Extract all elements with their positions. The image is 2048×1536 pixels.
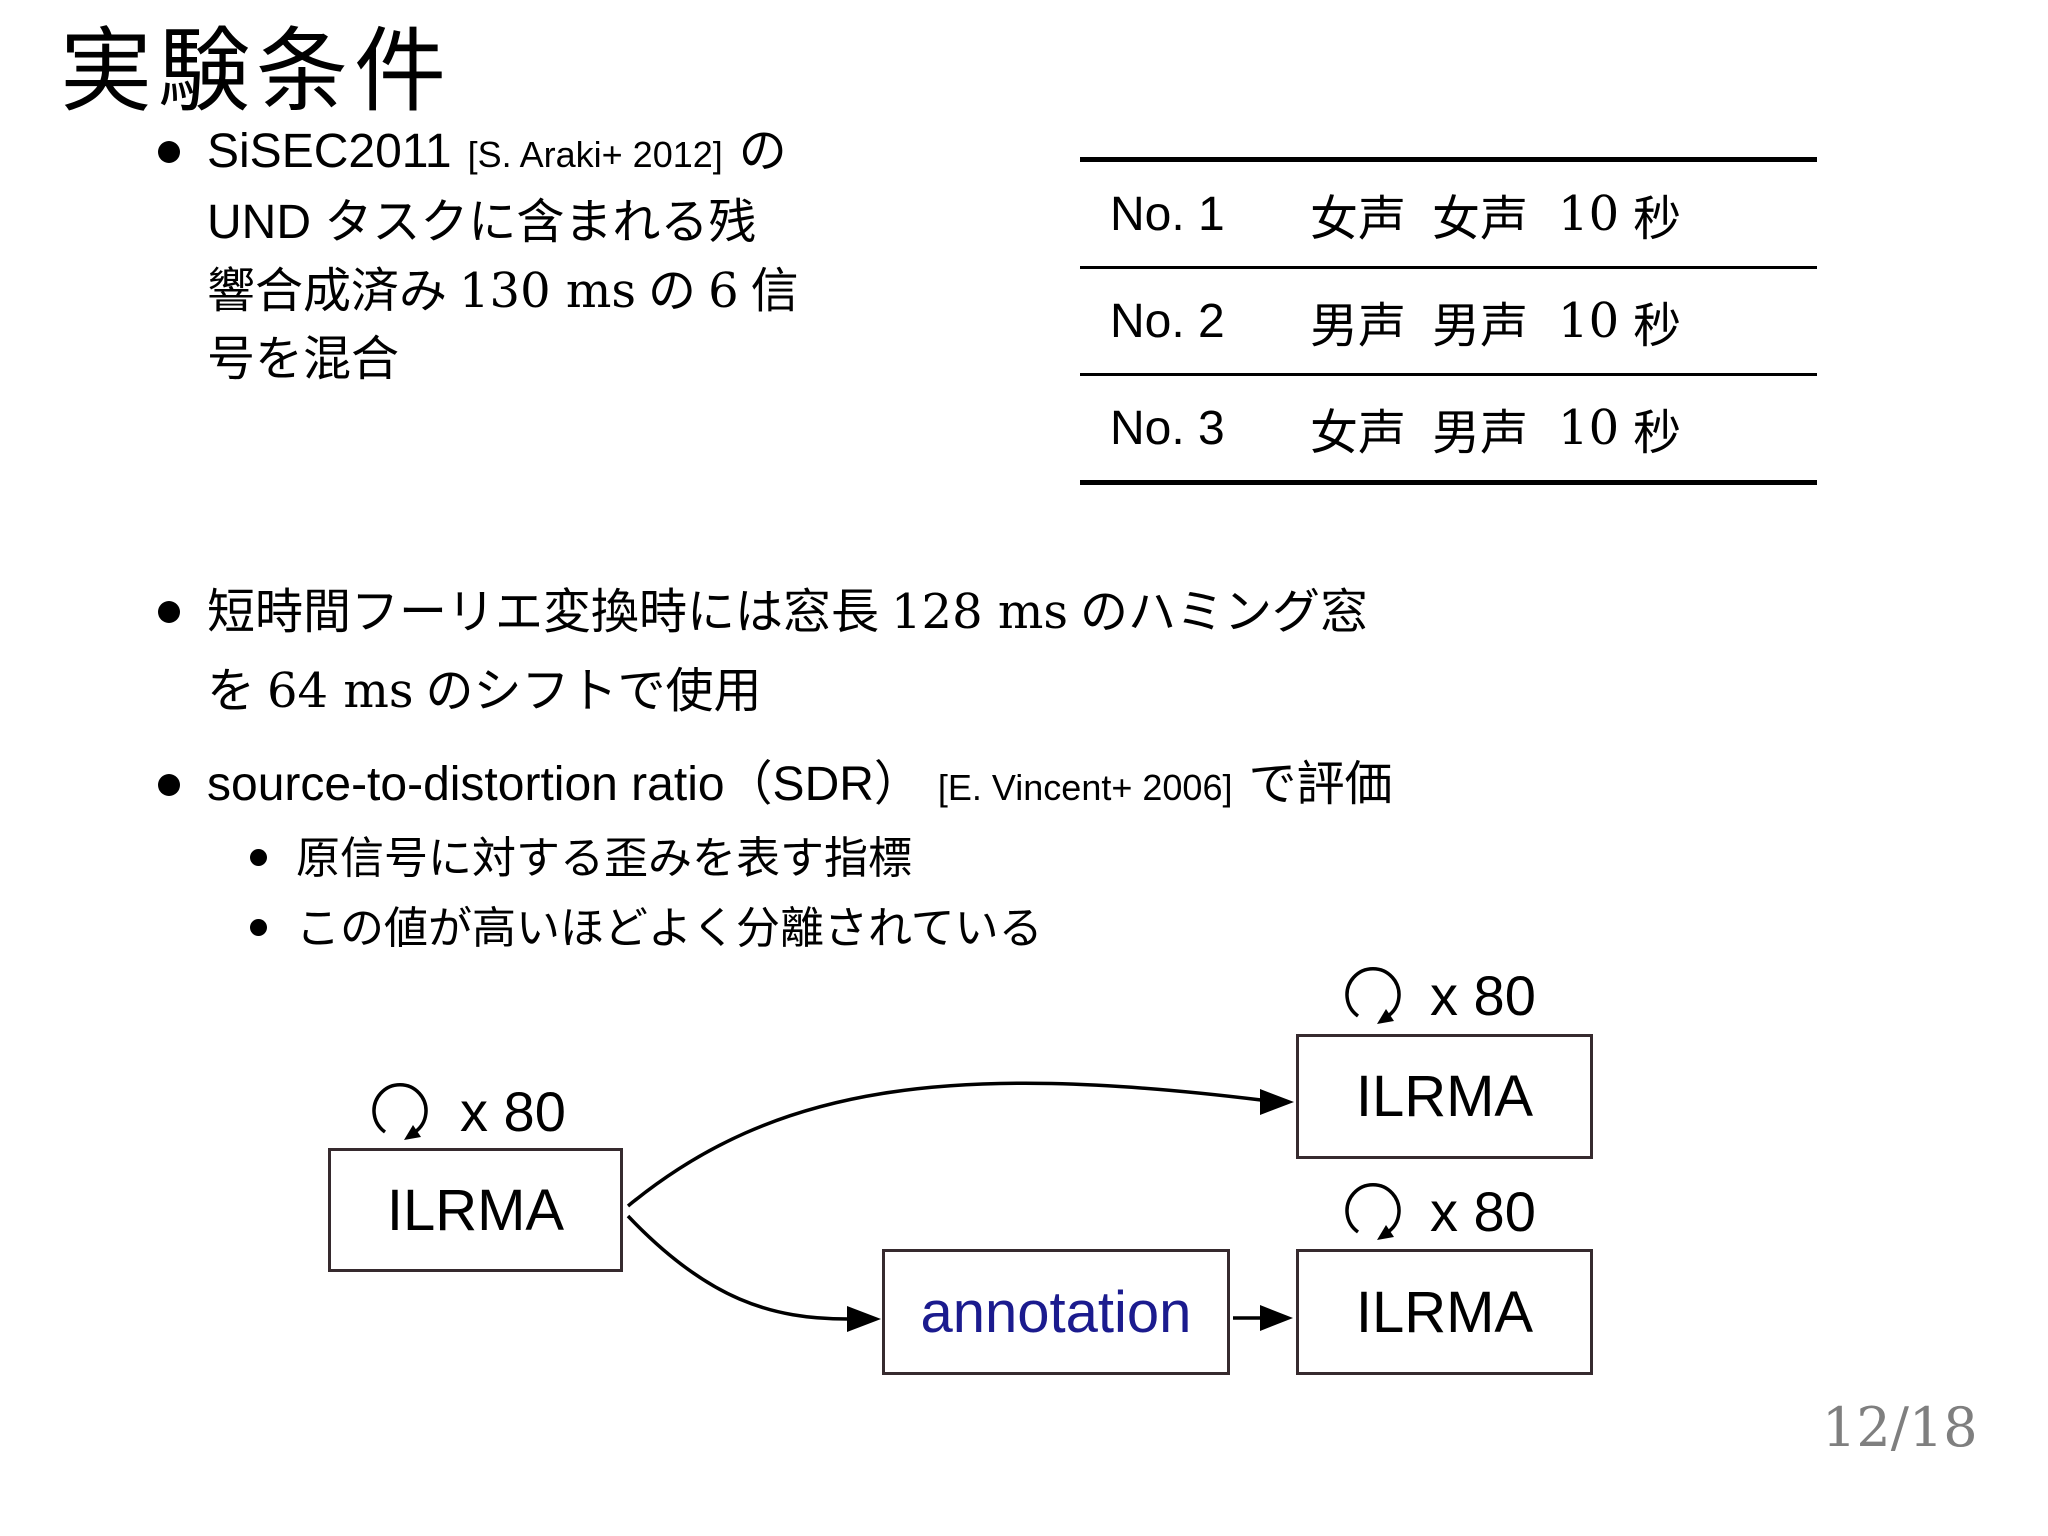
loop-icon [1345,1183,1401,1242]
ilrma-box-bottom: ILRMA [1296,1249,1593,1375]
loop-icon [372,1083,428,1142]
cell-voice1: 女声 [1310,407,1407,460]
sub-bullet-dot [250,919,267,936]
bullet-line: source-to-distortion ratio（SDR） [E. Vince… [207,752,1392,821]
cell-voice1: 男声 [1310,300,1407,353]
arrow-ilrma-to-ilrma [626,1081,1294,1208]
ilrma-box-top: ILRMA [1296,1034,1593,1159]
bullet-text: のシフトで使用 [425,665,762,718]
bullet-text: 信 [750,265,799,318]
cell-no: No. 3 [1110,401,1225,455]
arrow-ilrma-to-annotation [626,1214,881,1332]
bullet-text: のハミング窓 [1080,586,1369,639]
bullet-text: の [648,265,697,318]
bullet-text: で評価 [1248,758,1393,811]
value-signal-count: 6 [708,263,739,319]
cell-duration-number: 10 [1558,293,1620,349]
loop-icon [1345,967,1401,1026]
value-reverb-time: 130 ms [459,263,637,319]
bullet-dot [158,141,180,163]
value-shift-length: 64 ms [267,663,414,719]
sub-bullet-dot [250,849,267,866]
cell-duration-unit: 秒 [1633,300,1682,353]
arrow-annotation-to-ilrma [1233,1305,1293,1331]
cell-no: No. 1 [1110,187,1225,241]
cell-voice2: 男声 [1432,407,1529,460]
bullet-text: の [738,125,787,178]
cell-duration-unit: 秒 [1633,407,1682,460]
bullet-text: 響合成済み [207,265,448,318]
bullet-line: 号を混合 [207,333,400,386]
loop-count-label: x 80 [1430,964,1536,1027]
cell-duration-number: 10 [1558,186,1620,242]
value-window-length: 128 ms [891,584,1069,640]
bullet-dot [158,601,180,623]
dataset-name: SiSEC2011 [207,125,452,178]
bullet-dot [158,774,180,796]
cell-voice1: 女声 [1310,193,1407,246]
page-title: 実験条件 [60,21,453,123]
cell-voice2: 女声 [1432,193,1529,246]
loop-count-label: x 80 [460,1080,566,1143]
cell-voice2: 男声 [1432,300,1529,353]
bullet-dataset: SiSEC2011 [S. Araki+ 2012] の UND タスクに含まれる残… [207,118,799,394]
sub-bullet-higher-better: この値が高いほどよく分離されている [296,904,1043,953]
bullet-text: 短時間フーリエ変換時には窓長 [207,586,880,639]
page-number: 12/18 [1822,1396,1978,1459]
cell-duration-unit: 秒 [1633,193,1682,246]
annotation-box: annotation [882,1249,1230,1375]
metric-name: source-to-distortion ratio（SDR） [207,758,922,811]
citation: [S. Araki+ 2012] [467,134,723,175]
cell-duration-number: 10 [1558,400,1620,456]
cell-no: No. 2 [1110,294,1225,348]
bullet-line: SiSEC2011 [S. Araki+ 2012] の [207,118,799,189]
loop-count-label: x 80 [1430,1180,1536,1243]
citation: [E. Vincent+ 2006] [937,767,1233,808]
sub-bullet-distortion: 原信号に対する歪みを表す指標 [296,834,912,883]
ilrma-box-initial: ILRMA [328,1148,623,1272]
bullet-sdr: source-to-distortion ratio（SDR） [E. Vince… [207,752,1392,821]
bullet-text: を [207,665,256,718]
bullet-line: UND タスクに含まれる残 [207,196,757,249]
